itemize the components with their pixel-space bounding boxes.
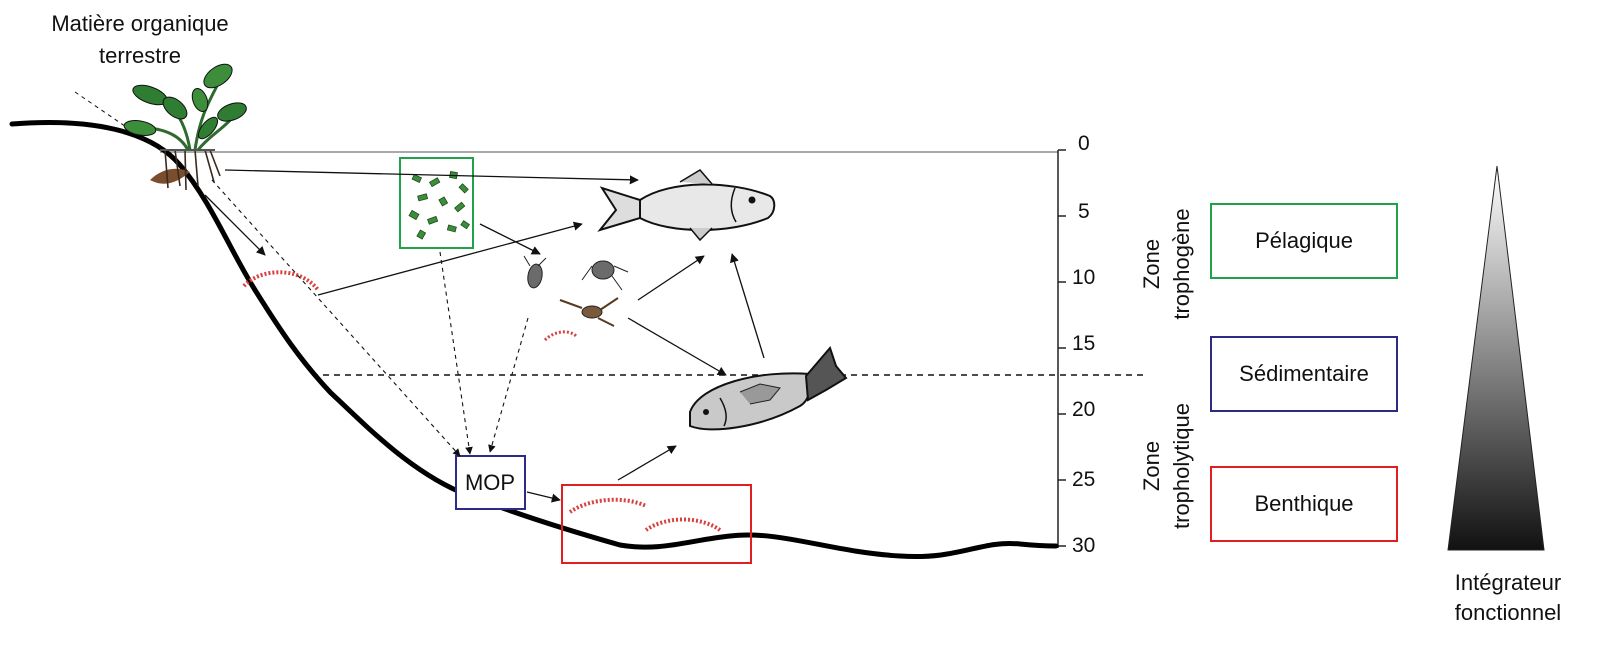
depth-tick-label: 0 <box>1078 132 1090 155</box>
legend-label: Pélagique <box>1255 228 1353 253</box>
depth-tick-label: 5 <box>1078 200 1090 223</box>
depth-tick-label: 25 <box>1072 468 1095 491</box>
zooplankton-icon <box>523 255 629 327</box>
functional-integrator-label: Intégrateur fonctionnel <box>1418 568 1598 628</box>
integrator-line: fonctionnel <box>1454 600 1562 625</box>
benthic-sample-box <box>561 484 752 564</box>
integrator-line: Intégrateur <box>1454 570 1562 595</box>
terrestrial-plant-icon <box>123 63 247 191</box>
mop-box <box>455 455 526 510</box>
zone-tropholytique-label: Zone tropholytique <box>1137 371 1197 561</box>
depth-tick-label: 20 <box>1072 398 1095 421</box>
zone-line: Zone <box>1139 440 1164 492</box>
depth-tick-label: 10 <box>1072 266 1095 289</box>
terrestrial-organic-matter-label: Matière organique terrestre <box>20 8 260 72</box>
depth-tick-label: 30 <box>1072 534 1095 557</box>
depth-axis: 0 5 10 15 20 25 30 <box>1057 132 1095 557</box>
legend-label: Sédimentaire <box>1239 361 1369 386</box>
phytoplankton-icon <box>408 171 470 240</box>
legend-label: Benthique <box>1254 491 1354 516</box>
depth-tick-label: 15 <box>1072 332 1095 355</box>
zone-line: trophogène <box>1169 208 1194 320</box>
legend-benthic: Benthique <box>1210 466 1398 542</box>
legend-sedimentary: Sédimentaire <box>1210 336 1398 412</box>
title-line: Matière organique <box>51 11 229 36</box>
pelagic-sample-box <box>399 157 474 249</box>
legend-pelagic: Pélagique <box>1210 203 1398 279</box>
zone-line: Zone <box>1139 238 1164 290</box>
zone-trophogene-label: Zone trophogène <box>1137 179 1197 349</box>
zone-line: tropholytique <box>1169 403 1194 529</box>
title-line: terrestre <box>99 43 181 68</box>
trophic-flow-arrows <box>204 169 765 503</box>
detritus-flow-arrows <box>211 179 529 457</box>
fish-icon <box>597 169 776 242</box>
mop-label: MOP <box>465 470 515 495</box>
integrator-gradient-triangle <box>1447 165 1545 551</box>
runoff-dashed-line <box>74 91 161 151</box>
fish-icon <box>689 346 848 431</box>
